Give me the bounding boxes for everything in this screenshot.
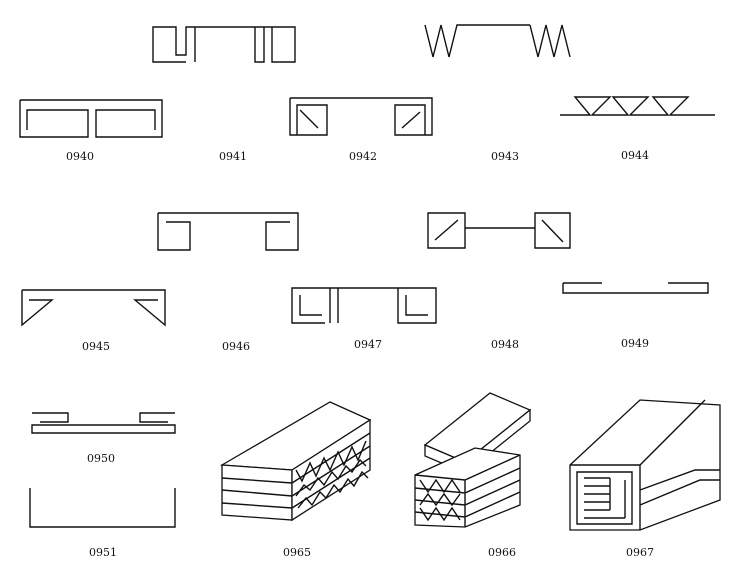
- figure-label-0946: 0946: [222, 340, 250, 353]
- figure-0950-drawing: [31, 412, 176, 434]
- figure-label-0940: 0940: [66, 150, 94, 163]
- figure-0951-drawing: [29, 488, 176, 528]
- figure-label-0945: 0945: [82, 340, 110, 353]
- figure-label-0949: 0949: [621, 337, 649, 350]
- figure-label-0948: 0948: [491, 338, 519, 351]
- figure-label-0950: 0950: [87, 452, 115, 465]
- figure-0948-drawing: [427, 212, 571, 249]
- figure-label-0941: 0941: [219, 150, 247, 163]
- figure-0967-drawing: [569, 399, 721, 531]
- figure-0942-drawing: [289, 97, 433, 136]
- figure-0943-drawing: [424, 24, 571, 58]
- figure-0945-drawing: [21, 289, 166, 327]
- figure-label-0943: 0943: [491, 150, 519, 163]
- figure-0949-drawing: [562, 282, 709, 294]
- figure-label-0947: 0947: [354, 338, 382, 351]
- figure-label-0965: 0965: [283, 546, 311, 559]
- figure-0947-drawing: [291, 287, 437, 324]
- figure-0966-drawing: [414, 392, 532, 528]
- figure-label-0944: 0944: [621, 149, 649, 162]
- figure-label-0967: 0967: [626, 546, 654, 559]
- figure-0940-drawing: [19, 99, 163, 138]
- figure-label-0951: 0951: [89, 546, 117, 559]
- figure-label-0966: 0966: [488, 546, 516, 559]
- figure-0946-drawing: [157, 212, 299, 251]
- figure-0965-drawing: [219, 401, 372, 522]
- figure-0941-drawing: [152, 26, 296, 63]
- figure-label-0942: 0942: [349, 150, 377, 163]
- figure-0944-drawing: [560, 96, 715, 116]
